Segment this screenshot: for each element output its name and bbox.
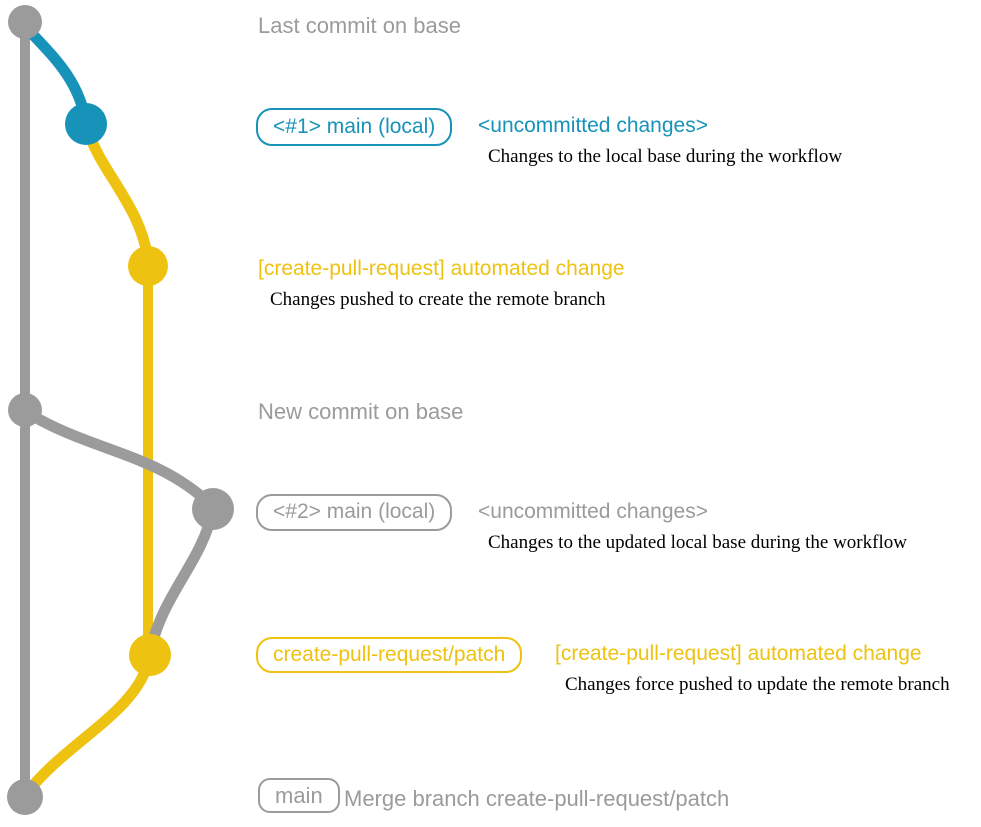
badge-main-local-1: <#1> main (local) [256,108,453,146]
commit-dot-merge [7,779,43,815]
automated-change-1-title: [create-pull-request] automated change [258,257,625,280]
automated-change-2-description: Changes force pushed to update the remot… [565,674,950,695]
badge-main-local-2: <#2> main (local) [256,494,453,531]
patch-branch-curve-top [82,124,154,268]
uncommitted-changes-1-title: <uncommitted changes> [478,114,708,137]
automated-change-2-title: [create-pull-request] automated change [555,642,922,665]
automated-change-1-description: Changes pushed to create the remote bran… [270,289,606,310]
uncommitted-changes-2-title: <uncommitted changes> [478,500,708,523]
commit-dot-last-base [8,5,42,39]
updated-local-main-curve [22,407,218,512]
commit-dot-new-base [8,393,42,427]
uncommitted-changes-2-description: Changes to the updated local base during… [488,532,907,553]
badge-main: main [258,778,340,813]
new-commit-label: New commit on base [258,399,464,424]
last-commit-label: Last commit on base [258,13,461,38]
commit-dot-automated-1 [128,246,168,286]
merge-commit-label: Merge branch create-pull-request/patch [344,786,730,811]
commit-dot-uncommitted-1 [65,103,107,145]
badge-create-pull-request-patch: create-pull-request/patch [256,637,523,673]
uncommitted-changes-1-description: Changes to the local base during the wor… [488,146,843,167]
commit-dot-uncommitted-2 [192,488,234,530]
commit-dot-automated-2 [129,634,171,676]
patch-branch-merge-curve [21,654,155,799]
rebase-curve [145,506,218,656]
